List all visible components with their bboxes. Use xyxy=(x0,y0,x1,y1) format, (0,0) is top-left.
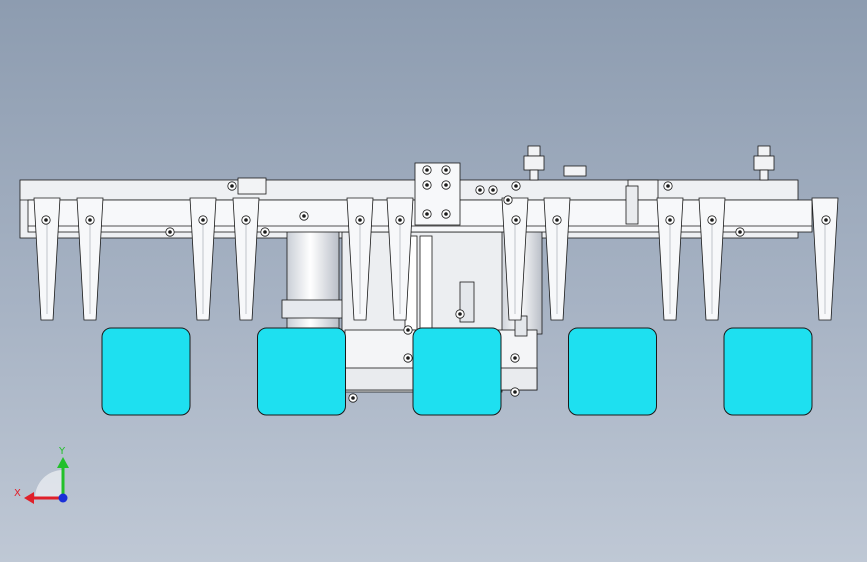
bolt-hole xyxy=(824,218,828,222)
bolt-hole xyxy=(244,218,248,222)
product-row xyxy=(101,327,813,416)
left-air-fitting xyxy=(523,145,545,181)
bolt-hole xyxy=(458,312,462,316)
bolt-hole xyxy=(666,184,670,188)
product-block xyxy=(257,327,346,416)
product-block xyxy=(568,327,657,416)
bolt-hole xyxy=(406,356,410,360)
bolt-hole xyxy=(230,184,234,188)
bolt-hole xyxy=(513,390,517,394)
bolt-hole xyxy=(425,212,429,216)
right-air-fitting xyxy=(753,145,775,181)
finger-group xyxy=(33,197,839,321)
bolt-hole xyxy=(478,188,482,192)
bolt-hole xyxy=(425,183,429,187)
bolt-hole xyxy=(44,218,48,222)
product-block xyxy=(412,327,502,416)
bolt-hole xyxy=(710,218,714,222)
bolt-hole xyxy=(514,218,518,222)
bolt-hole xyxy=(444,183,448,187)
bolt-hole xyxy=(444,168,448,172)
bolt-hole xyxy=(358,218,362,222)
left-cylinder-cap xyxy=(281,299,345,319)
bolt-hole xyxy=(514,184,518,188)
bolt-hole xyxy=(201,218,205,222)
bolt-hole xyxy=(555,218,559,222)
bolt-group xyxy=(41,165,831,403)
x-axis-label: X xyxy=(14,488,21,499)
bolt-hole xyxy=(738,230,742,234)
bolt-hole xyxy=(351,396,355,400)
bolt-hole xyxy=(302,214,306,218)
bolt-hole xyxy=(491,188,495,192)
bolt-hole xyxy=(406,328,410,332)
side-valve xyxy=(625,185,639,225)
sensor-block xyxy=(563,165,587,177)
x-axis-arrow-icon xyxy=(24,492,34,504)
z-axis-dot-icon xyxy=(58,493,68,503)
bolt-hole xyxy=(425,168,429,172)
slide-rail-2 xyxy=(419,235,433,331)
bolt-hole xyxy=(506,198,510,202)
bolt-hole xyxy=(513,356,517,360)
bolt-hole xyxy=(168,230,172,234)
bolt-hole xyxy=(263,230,267,234)
product-block xyxy=(101,327,191,416)
axis-triad: Y X xyxy=(14,446,69,504)
bolt-hole xyxy=(88,218,92,222)
product-block xyxy=(723,327,813,416)
bolt-hole xyxy=(398,218,402,222)
left-top-block xyxy=(237,177,267,195)
center-mount-plate xyxy=(414,162,461,226)
triad-plane-shade xyxy=(35,470,63,498)
y-axis-arrow-icon xyxy=(57,457,69,468)
y-axis-label: Y xyxy=(58,446,66,457)
bolt-hole xyxy=(444,212,448,216)
bolt-hole xyxy=(668,218,672,222)
